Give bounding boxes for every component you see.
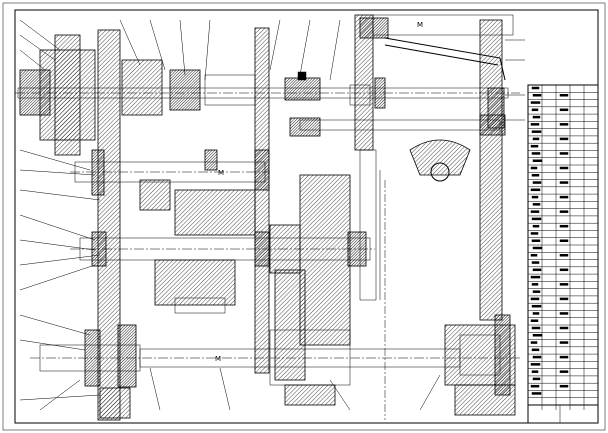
right-leader-lines	[505, 39, 525, 121]
parts-list-row-mark	[559, 283, 569, 286]
parts-list-row-mark	[531, 152, 541, 155]
center-gear	[269, 174, 386, 420]
parts-list-row-mark	[531, 130, 542, 133]
parts-list-row-mark	[559, 370, 569, 373]
parts-list-row-mark	[532, 290, 541, 293]
parts-list-row-mark	[530, 384, 540, 388]
parts-list-row-mark	[531, 261, 540, 264]
parts-list-row-mark	[531, 304, 542, 308]
parts-list-row-mark	[531, 392, 542, 395]
parts-list-row-mark	[532, 203, 541, 206]
parts-list-row-mark	[531, 108, 539, 112]
parts-list-row-mark	[530, 319, 539, 322]
parts-list-row-mark	[530, 123, 540, 126]
parts-list-row-mark	[531, 348, 540, 352]
parts-list-table	[527, 84, 599, 424]
middle-shaft-2	[70, 224, 375, 314]
parts-list-row-mark	[530, 101, 541, 104]
bottom-shaft	[30, 314, 520, 419]
parts-list-row-mark	[559, 94, 569, 97]
parts-list-row-mark	[532, 334, 543, 337]
parts-list-row-mark	[532, 137, 540, 141]
parts-list-row-mark	[530, 210, 540, 213]
parts-list-row-mark	[559, 166, 569, 170]
parts-list-row-mark	[559, 152, 569, 155]
parts-list-row-mark	[559, 341, 569, 344]
parts-list-row-mark	[532, 355, 542, 359]
parts-list-row-mark	[531, 217, 542, 221]
parts-list-row-mark	[559, 326, 569, 330]
parts-list-row-mark	[531, 283, 539, 286]
parts-list-row-mark	[531, 174, 540, 177]
parts-list-row-mark	[559, 355, 569, 359]
parts-list-row-mark	[532, 268, 542, 272]
parts-list-row-mark	[530, 275, 541, 279]
parts-list-row-mark	[559, 239, 569, 242]
parts-list-row-mark	[559, 181, 569, 184]
left-leader-lines	[19, 19, 101, 401]
parts-list-row-mark	[531, 239, 541, 242]
parts-list-row-mark	[559, 123, 569, 126]
parts-list-row-mark	[559, 137, 569, 141]
parts-list-row-mark	[532, 94, 542, 97]
parts-list-row-mark	[531, 195, 539, 199]
parts-list-row-mark	[532, 246, 543, 250]
parts-list-row-mark	[531, 370, 539, 373]
parts-list-row-mark	[559, 224, 569, 228]
parts-list-row-mark	[559, 195, 569, 199]
parts-list-row-mark	[559, 108, 569, 112]
parts-list-row-mark	[531, 326, 541, 330]
parts-list-row-mark	[559, 210, 569, 213]
parts-list-row-mark	[559, 254, 569, 257]
parts-list-row-mark	[532, 224, 540, 228]
parts-list-row-mark	[559, 312, 569, 315]
parts-list-row-mark	[530, 188, 541, 192]
parts-list-row-mark	[559, 268, 569, 272]
parts-list-row-mark	[532, 115, 541, 119]
top-shaft	[15, 34, 520, 156]
mid-callout: M	[218, 169, 224, 177]
parts-list-row-mark	[532, 377, 541, 381]
left-housing-wall	[97, 27, 270, 421]
parts-list-row-mark	[559, 384, 569, 388]
parts-list-row-mark	[531, 86, 540, 90]
parts-list-row-mark	[530, 144, 539, 148]
parts-list-row-mark	[530, 363, 541, 366]
top-lever	[289, 17, 506, 182]
parts-list-row-mark	[530, 341, 538, 344]
top-callout: M	[417, 21, 423, 29]
parts-list-row-mark	[532, 312, 540, 315]
middle-shaft-1	[70, 149, 270, 236]
parts-list-row-mark	[532, 181, 542, 184]
parts-list-row-mark	[559, 297, 569, 301]
parts-list-row-mark	[530, 297, 540, 301]
top-leader-lines	[119, 19, 341, 81]
bottom-leader-lines	[39, 367, 441, 411]
parts-list-row-mark	[530, 166, 538, 170]
parts-list-row-mark	[530, 254, 538, 257]
bottom-callout: M	[215, 355, 221, 363]
parts-list-row-mark	[532, 159, 543, 162]
parts-list-row-mark	[530, 232, 539, 235]
